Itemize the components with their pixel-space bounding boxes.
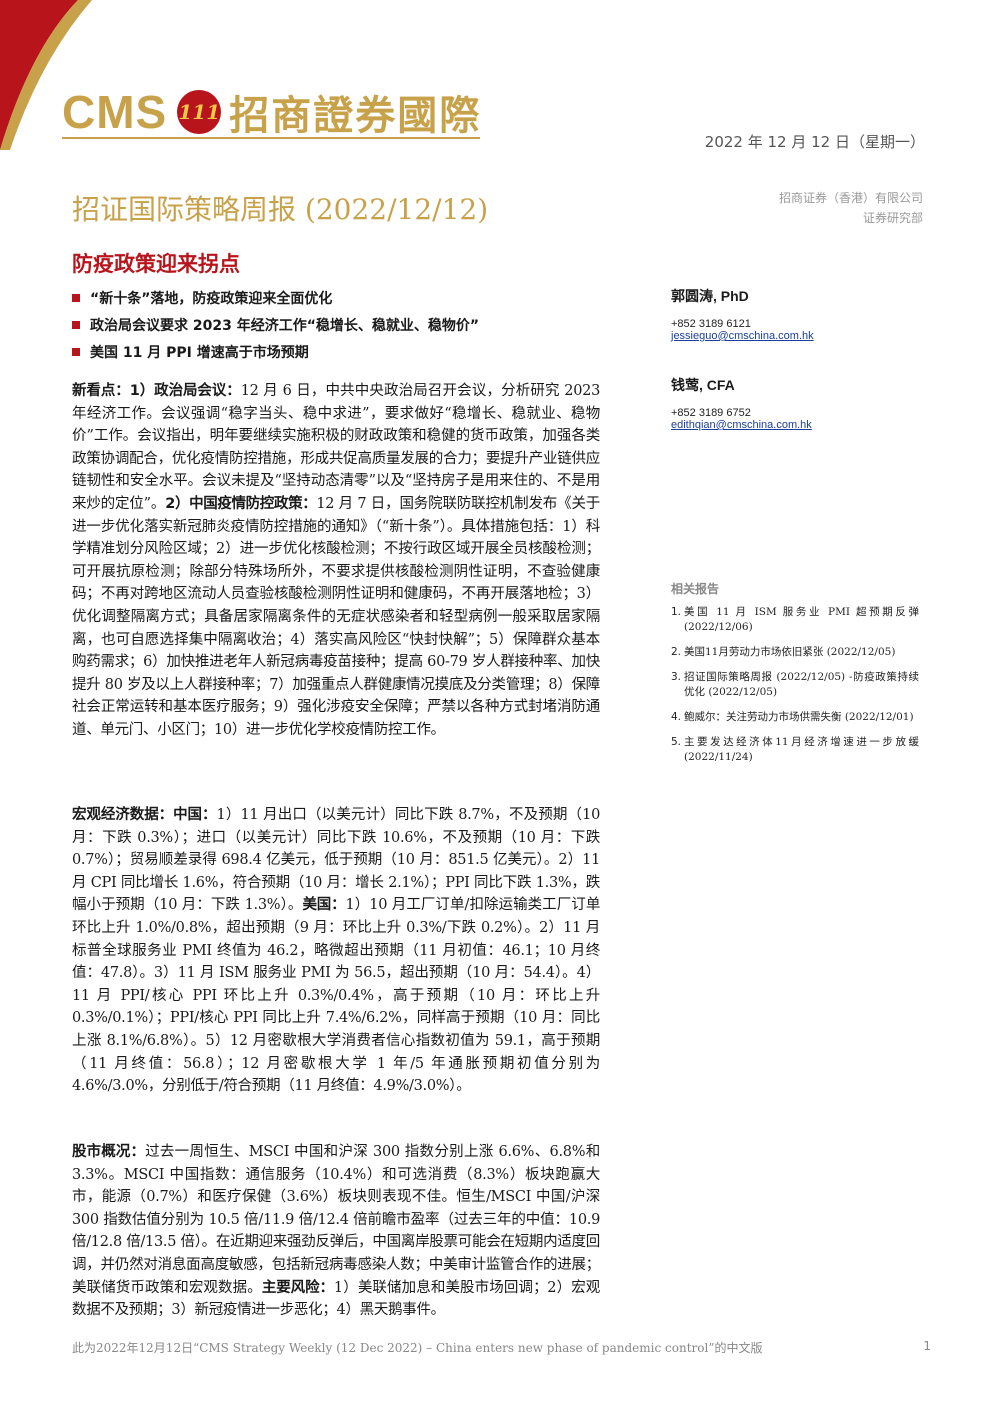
logo-emblem-icon: 111 xyxy=(177,90,222,134)
analyst-name: 钱莺, CFA xyxy=(671,377,735,393)
paragraph-text: 12 月 6 日，中共中央政治局召开会议，分析研究 2023 年经济工作。会议强… xyxy=(72,383,601,512)
report-title: 招证国际策略周报 (2022/12/12) xyxy=(72,193,489,226)
analyst-card: 钱莺, CFA +852 3189 6752 edithqian@cmschin… xyxy=(671,375,931,431)
paragraph-text: 1）11 月出口（以美元计）同比下跌 8.7%，不及预期（10 月：下跌 0.3… xyxy=(72,807,600,914)
related-report-text: 美国 11 月 ISM 服务业 PMI 超预期反弹 (2022/12/06) xyxy=(684,606,919,633)
analyst-card: 郭圆涛, PhD +852 3189 6121 jessieguo@cmschi… xyxy=(671,286,931,342)
related-report-item[interactable]: 2. 美国11月劳动力市场依旧紧张 (2022/12/05) xyxy=(671,645,919,660)
related-reports-list: 1. 美国 11 月 ISM 服务业 PMI 超预期反弹 (2022/12/06… xyxy=(671,605,919,775)
related-report-item[interactable]: 5. 主要发达经济体11月经济增速进一步放缓 (2022/11/24) xyxy=(671,735,919,765)
department-name: 证券研究部 xyxy=(862,211,923,225)
key-point-text: 政治局会议要求 2023 年经济工作“稳增长、稳就业、稳物价” xyxy=(90,317,480,334)
related-report-number: 1. xyxy=(671,606,682,618)
paragraph-lead: 2）中国疫情防控政策： xyxy=(165,495,317,512)
bullet-square-icon xyxy=(72,320,80,329)
key-point-text: “新十条”落地，防疫政策迎来全面优化 xyxy=(90,290,333,307)
paragraph-lead: 股市概况： xyxy=(72,1144,146,1160)
related-report-number: 2. xyxy=(671,646,682,658)
paragraph-lead: 美国： xyxy=(302,897,346,914)
paragraph-market-overview: 股市概况：过去一周恒生、MSCI 中国和沪深 300 指数分别上涨 6.6%、6… xyxy=(72,1141,600,1322)
paragraph-text: 1）10 月工厂订单/扣除运输类工厂订单环比上升 1.0%/0.8%，超出预期（… xyxy=(72,897,601,1095)
analyst-email-link[interactable]: edithqian@cmschina.com.hk xyxy=(671,419,812,431)
related-report-number: 5. xyxy=(671,736,682,748)
key-point: “新十条”落地，防疫政策迎来全面优化 xyxy=(72,284,632,311)
corner-ribbon xyxy=(0,0,92,150)
key-point: 政治局会议要求 2023 年经济工作“稳增长、稳就业、稳物价” xyxy=(72,311,632,338)
page-number: 1 xyxy=(923,1339,931,1353)
report-date: 2022 年 12 月 12 日（星期一） xyxy=(704,133,925,151)
bullet-square-icon xyxy=(72,347,80,356)
analyst-name: 郭圆涛, PhD xyxy=(671,288,749,304)
related-report-number: 3. xyxy=(671,671,682,683)
related-report-item[interactable]: 1. 美国 11 月 ISM 服务业 PMI 超预期反弹 (2022/12/06… xyxy=(671,605,919,635)
logo-chinese: 招商證券國際 xyxy=(229,92,482,139)
analyst-phone: +852 3189 6752 xyxy=(671,407,751,419)
paragraph-macro-data: 宏观经济数据：中国：1）11 月出口（以美元计）同比下跌 8.7%，不及预期（1… xyxy=(72,804,600,1098)
related-reports-title: 相关报告 xyxy=(671,582,720,596)
paragraph-text: 1）美联储加息和美股市场回调；2）宏观数据不及预期；3）新冠疫情进一步恶化；4）… xyxy=(72,1279,601,1319)
related-report-item[interactable]: 4. 鲍威尔：关注劳动力市场供需失衡 (2022/12/01) xyxy=(671,710,919,725)
paragraph-lead: 宏观经济数据：中国： xyxy=(72,807,217,823)
paragraph-lead: 新看点：1）政治局会议： xyxy=(72,383,241,399)
company-name: 招商证券（香港）有限公司 xyxy=(778,191,923,205)
analyst-email-link[interactable]: jessieguo@cmschina.com.hk xyxy=(671,330,814,342)
related-report-item[interactable]: 3. 招证国际策略周报 (2022/12/05) -防疫政策持续优化 (2022… xyxy=(671,670,919,700)
paragraph-lead: 主要风险： xyxy=(261,1279,335,1296)
company-block: 招商证券（香港）有限公司 证券研究部 xyxy=(779,188,923,228)
key-point-text: 美国 11 月 PPI 增速高于市场预期 xyxy=(90,344,309,361)
logo-divider xyxy=(62,137,480,139)
analyst-phone: +852 3189 6121 xyxy=(671,318,751,330)
paragraph-text: 过去一周恒生、MSCI 中国和沪深 300 指数分别上涨 6.6%、6.8%和 … xyxy=(72,1144,600,1296)
paragraph-text: 12 月 7 日，国务院联防联控机制发布《关于进一步优化落实新冠肺炎疫情防控措施… xyxy=(72,495,601,738)
related-report-text: 美国11月劳动力市场依旧紧张 (2022/12/05) xyxy=(684,646,896,658)
report-subtitle: 防疫政策迎来拐点 xyxy=(72,251,240,276)
related-report-text: 招证国际策略周报 (2022/12/05) -防疫政策持续优化 (2022/12… xyxy=(684,671,919,698)
company-logo: CMS 111 招商證券國際 xyxy=(62,82,482,142)
bullet-square-icon xyxy=(72,293,80,302)
paragraph-new-highlights: 新看点：1）政治局会议：12 月 6 日，中共中央政治局召开会议，分析研究 20… xyxy=(72,380,600,742)
related-report-text: 鲍威尔：关注劳动力市场供需失衡 (2022/12/01) xyxy=(684,711,914,723)
related-report-number: 4. xyxy=(671,711,682,723)
key-points: “新十条”落地，防疫政策迎来全面优化 政治局会议要求 2023 年经济工作“稳增… xyxy=(72,284,632,365)
key-point: 美国 11 月 PPI 增速高于市场预期 xyxy=(72,338,632,365)
related-report-text: 主要发达经济体11月经济增速进一步放缓 (2022/11/24) xyxy=(684,736,919,763)
logo-latin: CMS xyxy=(62,86,168,138)
footer-note: 此为2022年12月12日“CMS Strategy Weekly (12 De… xyxy=(72,1341,763,1355)
